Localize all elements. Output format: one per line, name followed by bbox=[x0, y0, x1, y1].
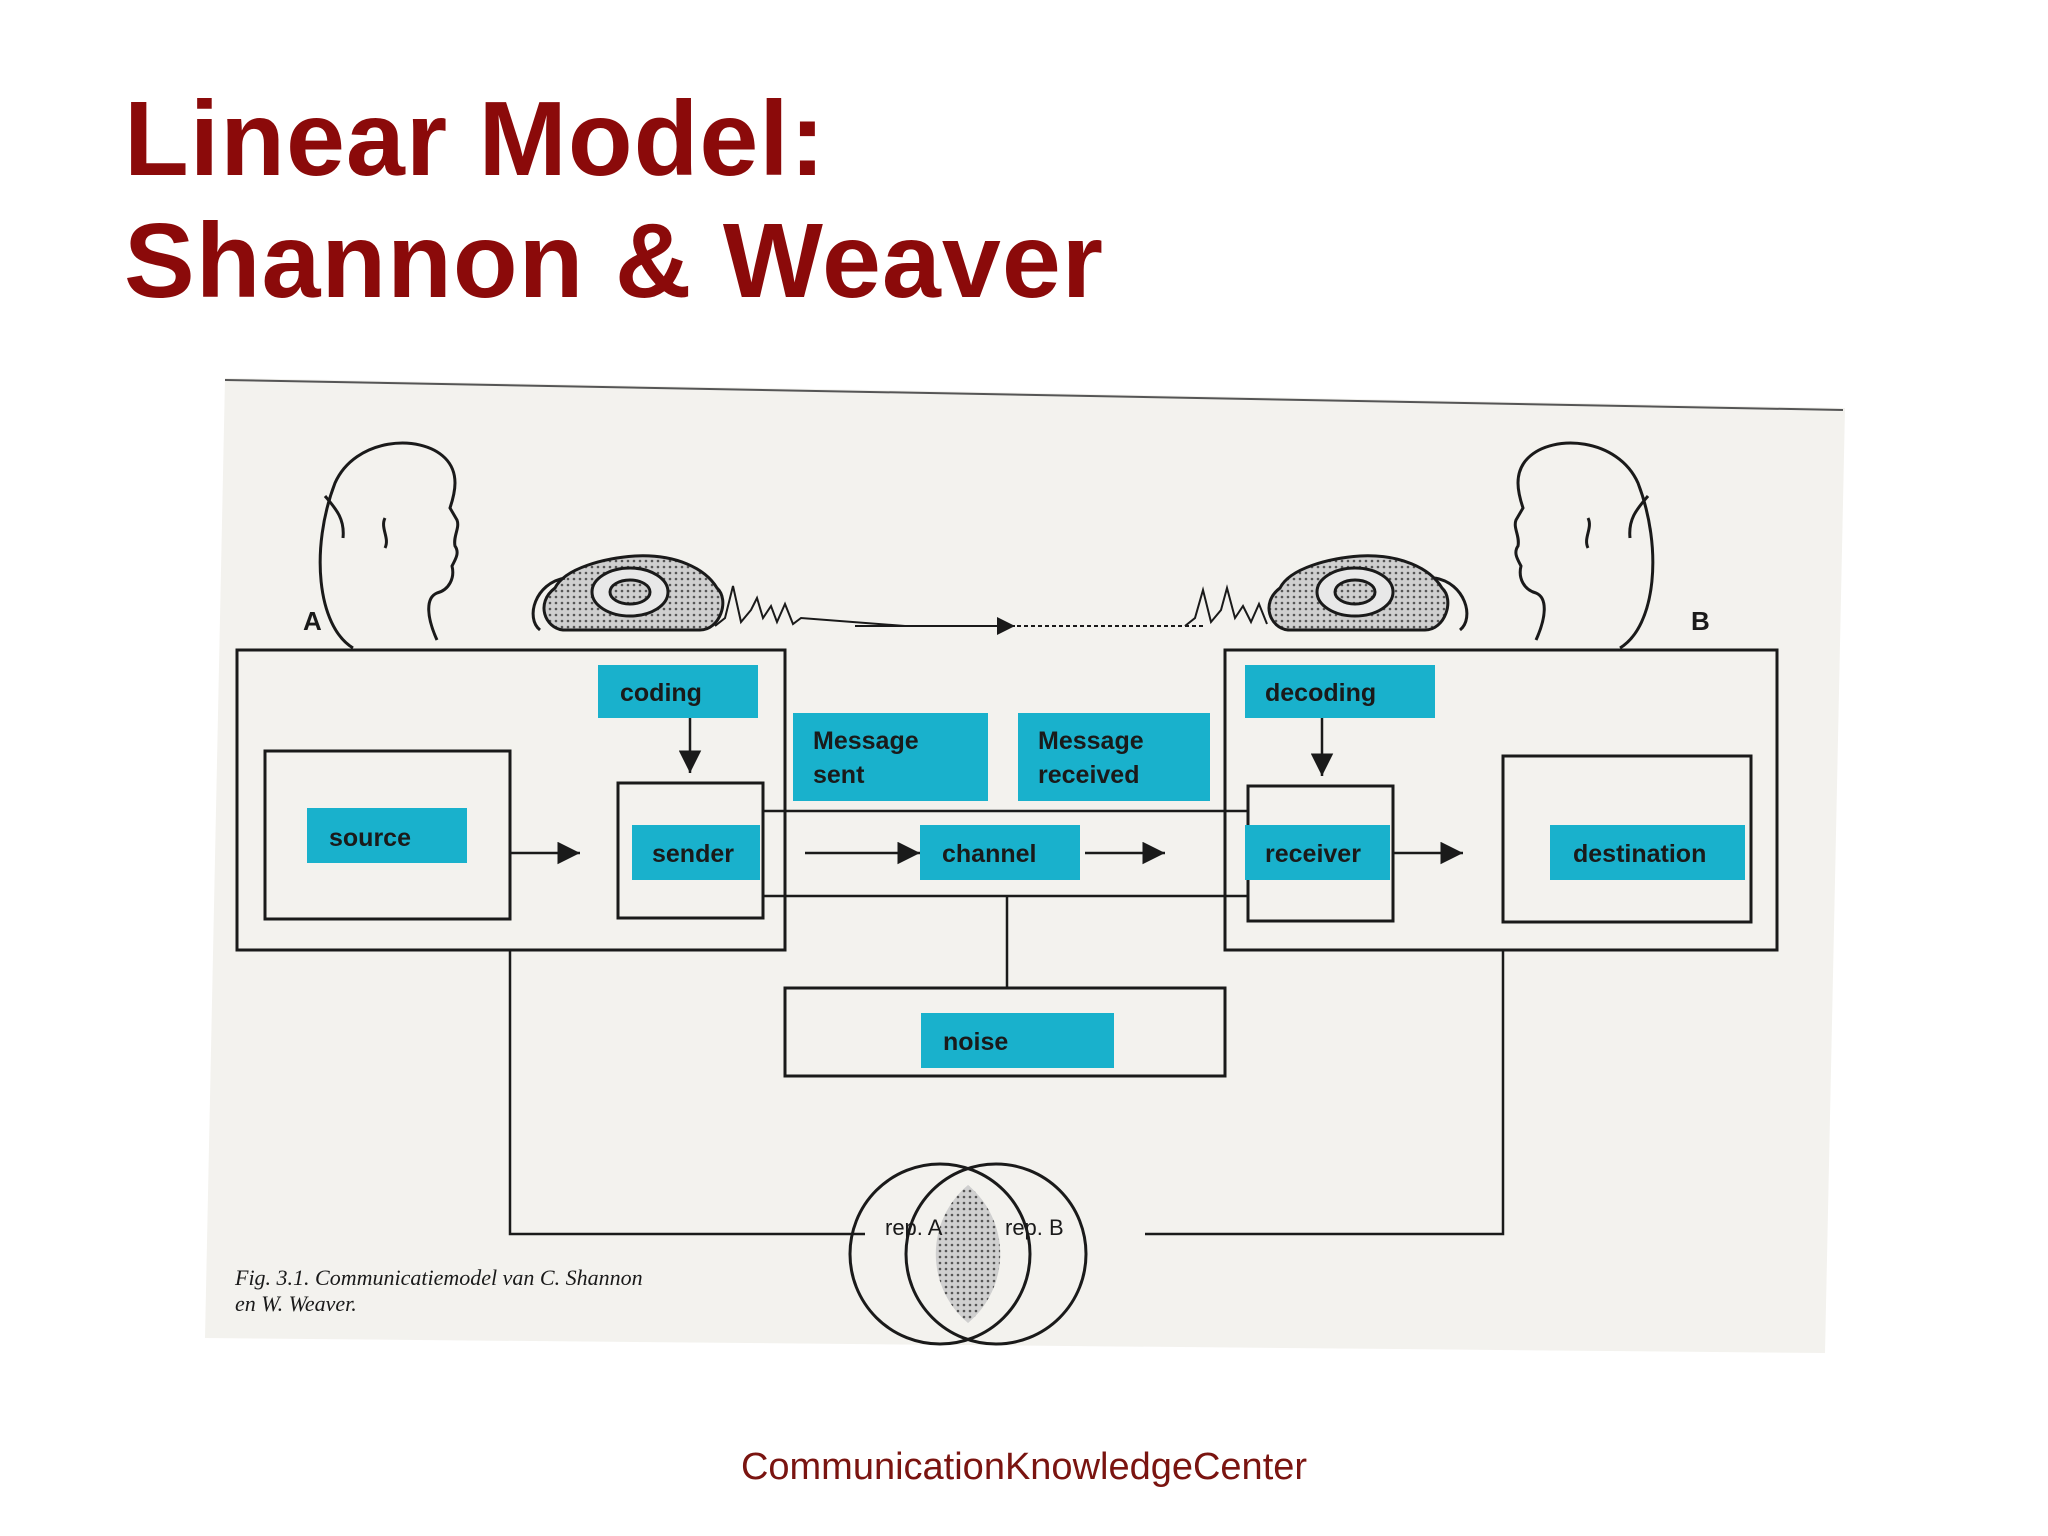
sender-box bbox=[616, 781, 765, 920]
representation-lines bbox=[508, 950, 1505, 1236]
person-a-label: A bbox=[303, 606, 322, 636]
rep-b-label: rep. B bbox=[1005, 1215, 1064, 1240]
decoding-label-bg bbox=[1245, 665, 1435, 718]
slide-title-line-2: Shannon & Weaver bbox=[124, 202, 1105, 320]
receiver-label: receiver bbox=[1265, 840, 1361, 868]
message-received-label-line-1: Message bbox=[1038, 727, 1144, 755]
noise-label: noise bbox=[943, 1028, 1008, 1056]
channel-label-bg bbox=[920, 825, 1080, 880]
message-sent-label-line-2: sent bbox=[813, 761, 865, 789]
slide-title: Linear Model: Shannon & Weaver bbox=[124, 78, 1104, 322]
destination-label-bg bbox=[1550, 825, 1745, 880]
destination-label: destination bbox=[1573, 840, 1706, 868]
message-received-label-line-2: received bbox=[1038, 761, 1139, 789]
system-b-box bbox=[1223, 648, 1779, 952]
channel-wires bbox=[763, 809, 1248, 988]
footer-credit: CommunicationKnowledgeCenter bbox=[740, 1446, 1308, 1488]
flow-arrows bbox=[510, 718, 1463, 865]
person-b-label: B bbox=[1691, 606, 1710, 636]
decoding-label: decoding bbox=[1265, 679, 1376, 707]
rep-a-label: rep. A bbox=[885, 1215, 943, 1240]
noise-box bbox=[783, 986, 1227, 1078]
receiver-label-bg bbox=[1245, 825, 1390, 880]
message-sent-label-bg bbox=[793, 713, 988, 801]
coding-label: coding bbox=[620, 679, 702, 707]
paper-top-edge bbox=[224, 379, 1844, 411]
figure-caption-line-1: Fig. 3.1. Communicatiemodel van C. Shann… bbox=[234, 1265, 643, 1290]
source-label: source bbox=[329, 824, 411, 852]
source-label-bg bbox=[307, 808, 467, 863]
channel-label: channel bbox=[942, 840, 1036, 868]
noise-label-bg bbox=[921, 1013, 1114, 1068]
destination-box bbox=[1501, 754, 1753, 924]
telephone-left-icon bbox=[531, 554, 725, 632]
source-box bbox=[263, 749, 512, 921]
message-sent-label-line-1: Message bbox=[813, 727, 919, 755]
figure-caption-line-2: en W. Weaver. bbox=[235, 1291, 357, 1316]
message-received-label-bg bbox=[1018, 713, 1210, 801]
person-a-head-icon bbox=[318, 441, 460, 650]
coding-label-bg bbox=[598, 665, 758, 718]
slide-title-line-1: Linear Model: bbox=[124, 80, 827, 198]
shannon-weaver-figure: A B bbox=[205, 378, 1845, 1353]
telephone-right-icon bbox=[1267, 554, 1469, 632]
communication-model-diagram: A B bbox=[205, 378, 1845, 1353]
sender-label-bg bbox=[632, 825, 760, 880]
person-b-head-icon bbox=[1513, 441, 1655, 650]
representation-venn bbox=[848, 1162, 1088, 1346]
sender-label: sender bbox=[652, 840, 734, 868]
